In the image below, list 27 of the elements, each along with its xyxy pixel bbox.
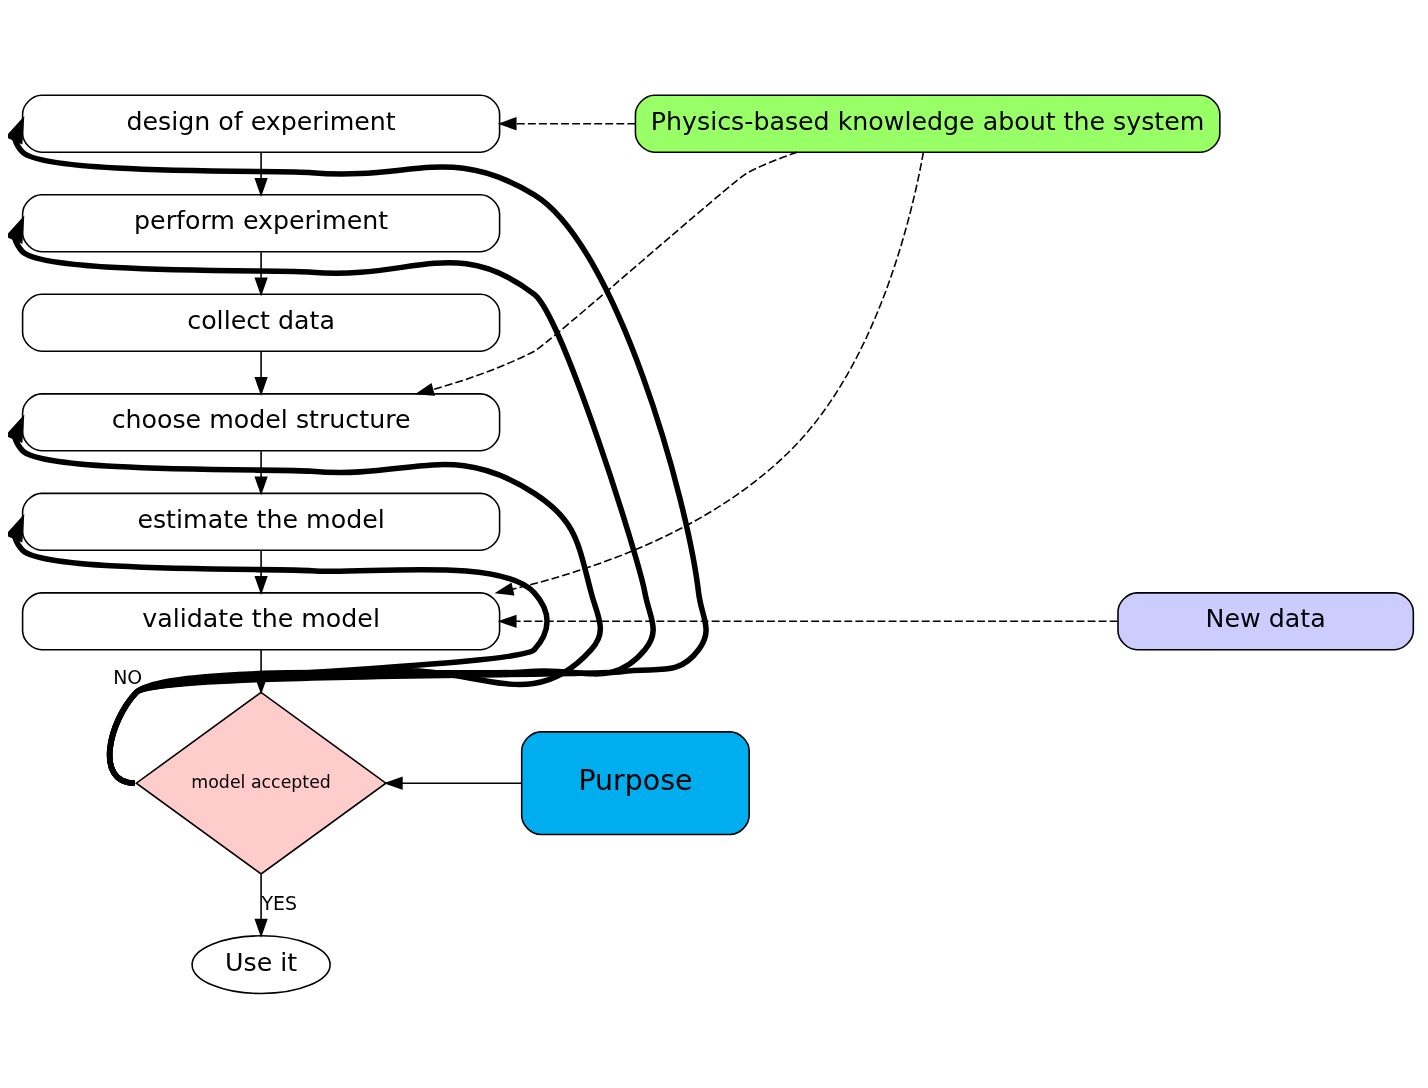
node-box: perform experiment: [21, 193, 501, 252]
arrow: [254, 350, 268, 396]
arrow: [383, 776, 523, 790]
arrow: [494, 151, 925, 596]
arrow: [254, 151, 268, 197]
node-box: collect data: [21, 293, 501, 352]
arrow: [414, 151, 798, 396]
node-diamond: model accepted: [134, 690, 388, 875]
arrow: [254, 250, 268, 296]
node-box: Physics-based knowledge about the system: [634, 94, 1221, 153]
arrow: [254, 873, 268, 938]
arrow: [254, 549, 268, 595]
node-box: design of experiment: [21, 94, 501, 153]
arrow: [8, 414, 603, 786]
node-box: New data: [1117, 591, 1415, 650]
edge-label: NO: [113, 665, 143, 688]
node-box: Purpose: [520, 730, 750, 835]
node-box: validate the model: [21, 591, 501, 650]
node-ellipse: Use it: [191, 934, 331, 994]
node-box: choose model structure: [21, 392, 501, 451]
node-box: estimate the model: [21, 492, 501, 551]
arrow: [497, 116, 637, 130]
arrow: [497, 614, 1119, 628]
arrow: [8, 215, 656, 786]
arrow: [8, 115, 709, 786]
arrow: [8, 513, 550, 786]
arrow: [254, 449, 268, 495]
